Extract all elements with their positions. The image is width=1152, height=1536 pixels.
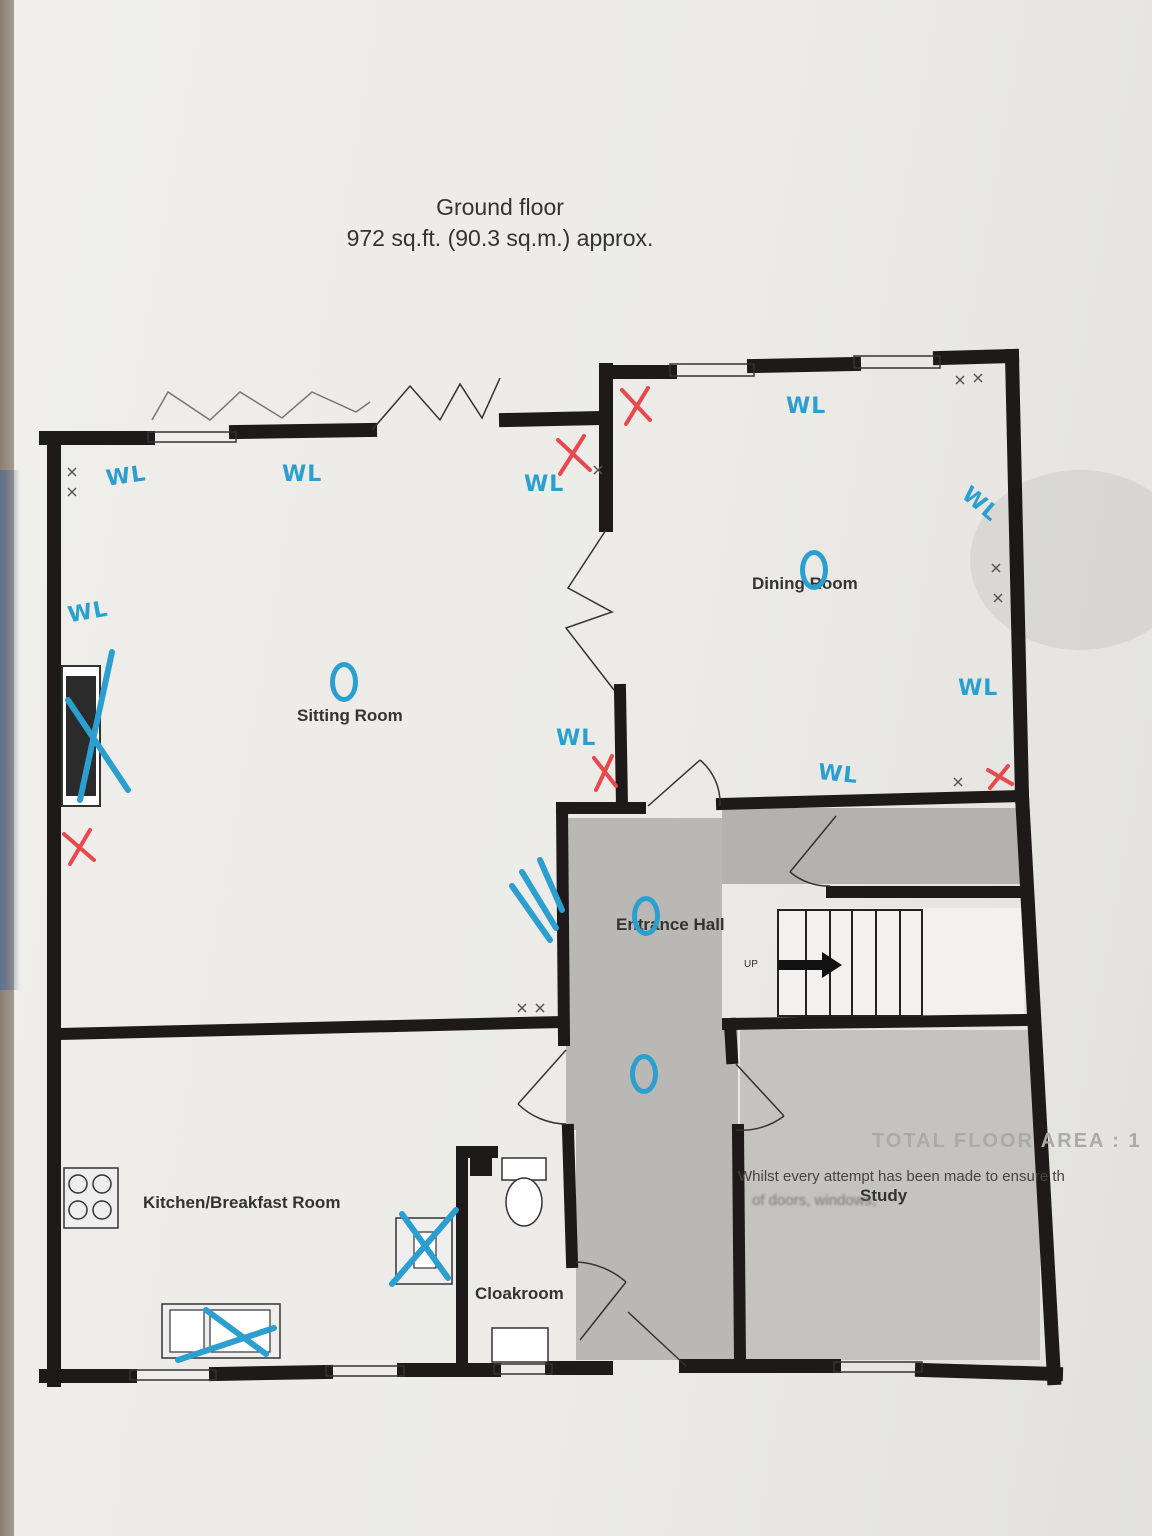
fireplace-cross <box>77 649 115 803</box>
grey-x-marks <box>67 373 1003 1013</box>
door-mark <box>509 857 565 943</box>
room-label-kitchen: Kitchen/Breakfast Room <box>143 1193 341 1212</box>
hob-ring <box>92 1174 112 1194</box>
door-line <box>517 1049 567 1105</box>
basin <box>491 1327 549 1363</box>
window <box>129 1369 217 1381</box>
wall-segment <box>561 1123 579 1269</box>
pen-circle-mark <box>330 662 358 702</box>
red-cross <box>986 764 1014 790</box>
total-floor-area: TOTAL FLOOR AREA : 1 <box>872 1130 1142 1152</box>
fireplace-cross <box>65 697 131 793</box>
door-arc <box>517 1103 567 1125</box>
sink-cross <box>175 1325 277 1363</box>
door-line <box>789 815 837 873</box>
pen-circle-mark <box>630 1054 658 1094</box>
sink-bowl <box>169 1309 205 1353</box>
wl-annotation: WL <box>786 394 827 419</box>
wall-segment <box>1004 348 1030 804</box>
blue-object-edge <box>0 470 20 990</box>
wl-annotation: WL <box>524 472 565 497</box>
wall-segment <box>498 410 608 428</box>
wall-segment <box>208 1364 334 1382</box>
room-label-sitting-room: Sitting Room <box>297 706 403 725</box>
x-mark <box>517 1003 545 1013</box>
wall-segment <box>715 789 1029 811</box>
toilet-cistern <box>501 1157 547 1181</box>
wall-segment <box>555 801 571 1047</box>
floor-title: Ground floor <box>436 194 564 220</box>
door-arc <box>735 1115 785 1131</box>
wall-segment <box>914 1362 1064 1382</box>
wall-segment <box>613 683 629 813</box>
stairs-arrow-head <box>822 952 842 978</box>
window <box>493 1363 553 1375</box>
door-arc <box>789 871 831 887</box>
wl-annotation: WL <box>816 759 860 790</box>
study-floor <box>740 1030 1040 1360</box>
window <box>853 355 941 369</box>
plan-heading: Ground floor 972 sq.ft. (90.3 sq.m.) app… <box>300 192 700 254</box>
window <box>325 1365 405 1377</box>
wall-segment <box>1014 788 1062 1386</box>
door-arc <box>699 759 721 807</box>
pen-circle-mark <box>632 896 660 936</box>
wall-segment <box>721 1013 1033 1031</box>
red-cross <box>62 828 96 866</box>
disclaimer-text-cont: of doors, windows, <box>752 1192 877 1209</box>
wl-annotation: WL <box>556 726 597 751</box>
boiler-cross <box>389 1207 459 1287</box>
wall-segment <box>53 1015 569 1041</box>
red-cross <box>556 434 592 476</box>
wl-annotation: WL <box>958 676 999 701</box>
door-swings <box>517 759 837 1367</box>
toilet-bowl <box>505 1177 543 1227</box>
x-mark <box>593 465 603 475</box>
wall-block <box>470 1152 492 1176</box>
hob-ring <box>92 1200 112 1220</box>
stairs-up-label: UP <box>744 959 758 970</box>
door-arc <box>575 1261 627 1283</box>
door-line <box>647 759 701 807</box>
door-line <box>735 1063 785 1117</box>
wall-segment <box>723 1017 739 1065</box>
blue-pen-marks <box>65 649 565 1363</box>
bifold-door <box>151 390 371 421</box>
hob-ring <box>68 1200 88 1220</box>
pen-circle-mark <box>800 550 828 590</box>
floor-area: 972 sq.ft. (90.3 sq.m.) approx. <box>346 225 654 251</box>
windows <box>129 355 941 1381</box>
x-mark <box>955 373 983 385</box>
wall-segment <box>731 1123 747 1369</box>
x-mark <box>953 777 963 787</box>
room-label-study: Study <box>860 1186 908 1205</box>
window <box>669 363 755 377</box>
window <box>147 431 237 443</box>
sink-cross <box>203 1307 269 1357</box>
bifold-door <box>564 529 615 691</box>
red-marks <box>62 386 1014 866</box>
wall-segment <box>746 356 862 374</box>
x-mark <box>67 467 77 497</box>
red-cross <box>620 386 652 426</box>
window <box>833 1361 923 1373</box>
wall-segment <box>228 422 378 440</box>
red-cross <box>592 754 618 792</box>
hob-ring <box>68 1174 88 1194</box>
door-line <box>627 1311 687 1367</box>
x-mark <box>991 563 1003 603</box>
wl-annotation: WL <box>282 462 323 487</box>
walls <box>39 348 1064 1387</box>
room-label-cloakroom: Cloakroom <box>475 1284 564 1303</box>
photo-shadow <box>970 470 1152 650</box>
stairs-arrow-shaft <box>778 960 822 970</box>
disclaimer-text: Whilst every attempt has been made to en… <box>738 1168 1065 1185</box>
utility-floor <box>722 808 1020 884</box>
bifold-door <box>371 377 501 431</box>
door-line <box>579 1281 627 1341</box>
wall-segment <box>932 348 1020 366</box>
